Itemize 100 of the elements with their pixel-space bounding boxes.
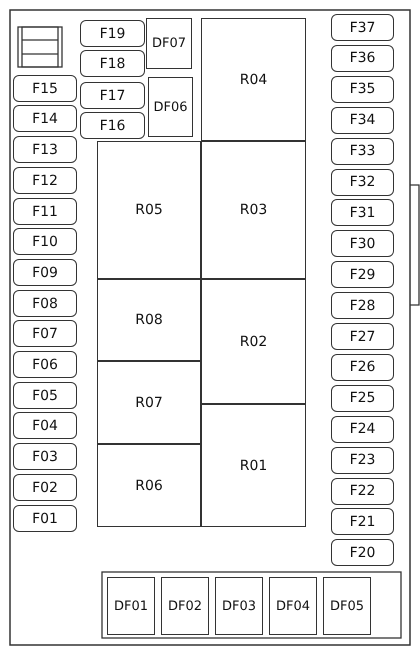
slot-label: F32 [350,174,376,190]
fuse-slot [331,106,394,134]
slot-label: F10 [32,234,58,250]
fuse-slot [331,354,394,381]
slot-label: F05 [32,388,58,404]
diode-slot [107,577,155,635]
fuse-slot [13,382,77,409]
slot-label: F17 [100,88,126,104]
slot-label: R07 [135,394,163,410]
slot-label: R04 [240,72,268,88]
slot-label: F08 [32,296,58,312]
slot-label: F34 [350,112,376,128]
fuse-slot [13,443,77,470]
slot-label: F14 [32,110,58,126]
fuse-slot [331,478,394,504]
diode-slot [161,577,209,635]
fuse-slot [331,446,394,474]
slot-label: R03 [240,202,268,218]
slot-label: F35 [350,81,376,98]
fuse-slot [331,539,394,566]
slot-label: R08 [135,312,163,328]
slot-label: DF01 [114,598,148,614]
slot-label: F01 [32,510,58,526]
relay-slot [201,279,306,404]
fuse-slot [331,323,394,350]
relay-slot [97,444,201,527]
slot-label: F30 [350,236,376,252]
slot-label: DF02 [168,598,202,614]
slot-label: F19 [100,26,126,42]
fuse-slot [331,261,394,288]
relay-slot [201,141,306,279]
slot-label: F29 [350,266,376,283]
slot-label: F22 [350,483,376,499]
slot-label: F13 [32,142,58,158]
fuse-slot [13,290,77,317]
slot-label: F33 [350,143,376,160]
fuse-slot [331,416,394,443]
diode-slot [148,77,193,137]
slot-label: F11 [32,204,58,220]
slot-label: F27 [350,328,376,344]
fuse-slot [331,508,394,536]
slot-label: F12 [32,172,58,188]
fuse-slot [13,351,77,378]
slot-label: F15 [32,80,58,96]
slot-label: F04 [32,418,58,434]
slot-label: DF07 [152,36,186,51]
slot-label: F28 [350,298,376,314]
slot-label: F25 [350,390,376,406]
relay-slot [201,404,306,527]
slot-label: DF06 [153,100,188,114]
fuse-slot [13,228,77,255]
slot-label: F07 [32,326,58,342]
fuse-slot [80,112,145,139]
relay-slot [201,18,306,141]
fuse-slot [13,105,77,132]
slot-label: F37 [350,20,376,36]
slot-label: F03 [32,448,58,464]
fuse-slot [331,138,394,165]
slot-label: F24 [350,421,376,438]
fuse-slot [331,44,394,72]
slot-label: F23 [350,452,376,468]
fuse-slot [13,198,77,225]
fuse-slot [13,474,77,501]
fuse-slot [331,384,394,412]
fuse-slot [331,292,394,320]
diode-slot [146,18,192,69]
fuse-slot [331,14,394,41]
fuse-slot [80,20,145,47]
slot-label: R05 [135,202,163,218]
slot-label: F20 [350,544,376,561]
relay-slot [97,361,201,444]
slot-label: R01 [240,458,268,474]
fuse-slot [331,168,394,196]
fuse-slot [331,199,394,226]
slot-label: F16 [100,118,126,134]
slot-label: F18 [100,56,126,72]
diode-slot [215,577,263,635]
relay-slot [97,279,201,361]
slot-label: R06 [135,478,163,494]
fuse-slot [331,76,394,103]
fuse-slot [13,167,77,194]
slot-label: F09 [32,264,58,280]
fuse-slot [13,412,77,439]
diode-slot [323,577,371,635]
slot-label: DF04 [276,598,310,614]
slot-label: DF03 [222,598,256,614]
slot-label: F21 [350,514,376,530]
slot-label: F31 [350,204,376,221]
slot-label: F06 [32,356,58,372]
slot-label: DF05 [330,598,364,614]
fuse-slot [13,505,77,532]
diode-slot [269,577,317,635]
relay-slot [97,141,201,279]
slot-label: F36 [350,50,376,66]
fuse-slot [80,82,145,109]
slot-label: R02 [240,334,268,350]
fuse-slot [13,259,77,286]
slot-label: F02 [32,480,58,496]
slot-label: F26 [350,359,376,376]
fuse-slot [13,75,77,102]
